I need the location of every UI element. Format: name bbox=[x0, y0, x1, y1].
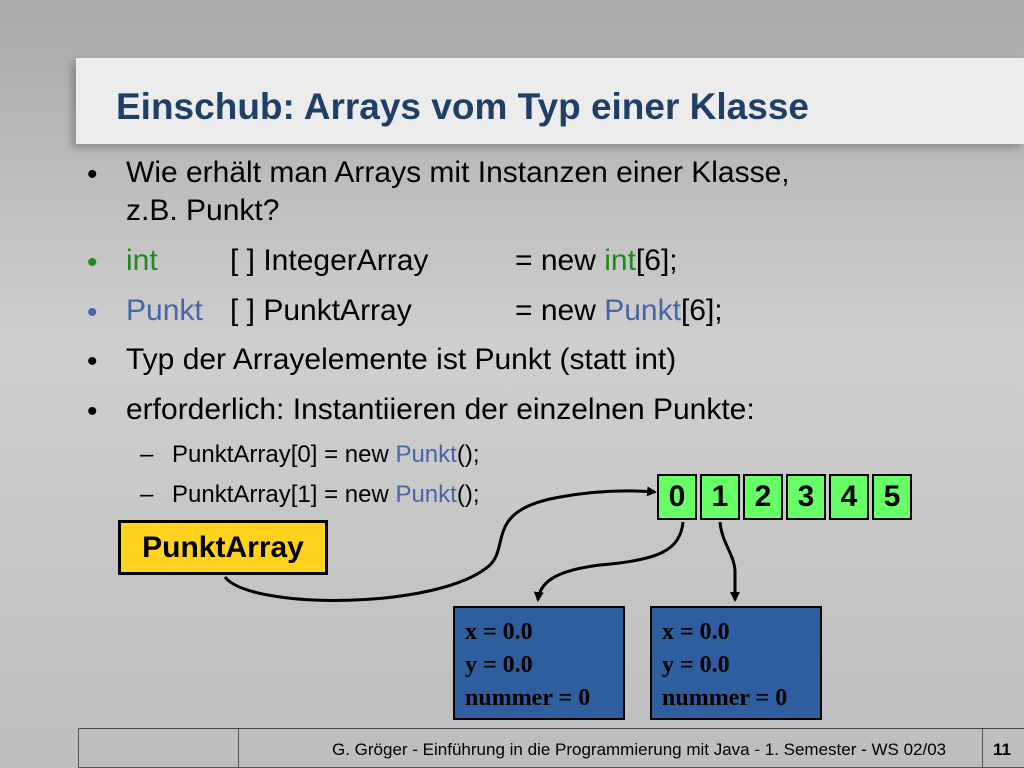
dash-marker: – bbox=[140, 441, 154, 468]
punktarray-variable-box: PunktArray bbox=[118, 520, 328, 575]
bullet-marker: • bbox=[87, 296, 98, 329]
footer-cell-left bbox=[78, 729, 239, 768]
sub-2-post: (); bbox=[456, 481, 480, 508]
object-0-y: y = 0.0 bbox=[465, 652, 533, 678]
array-cell-4: 4 bbox=[829, 474, 869, 520]
int-type-keyword: int bbox=[126, 244, 158, 277]
object-1-y: y = 0.0 bbox=[662, 652, 730, 678]
sub-1-class: Punkt bbox=[395, 441, 457, 468]
bullet-4: Typ der Arrayelemente ist Punkt (statt i… bbox=[126, 343, 677, 376]
punkt-new-type: Punkt bbox=[604, 294, 681, 327]
punkt-object-1: x = 0.0 y = 0.0 nummer = 0 bbox=[650, 606, 822, 720]
integer-array-decl: [ ] IntegerArray bbox=[230, 244, 429, 277]
object-0-x: x = 0.0 bbox=[465, 619, 533, 645]
sub-bullet-1: PunktArray[0] = new Punkt(); bbox=[172, 441, 479, 469]
sub-1-post: (); bbox=[456, 441, 480, 468]
punkt-new-size: [6]; bbox=[680, 294, 723, 327]
object-0-nummer: nummer = 0 bbox=[465, 685, 591, 711]
page-number: 11 bbox=[993, 740, 1011, 759]
array-cell-1: 1 bbox=[700, 474, 740, 520]
int-new-size: [6]; bbox=[635, 244, 678, 277]
dash-marker: – bbox=[140, 481, 154, 508]
bullet-1-line-2: z.B. Punkt? bbox=[126, 194, 280, 227]
new-operator: = new bbox=[515, 294, 596, 327]
arrow-cell-0-to-object-0 bbox=[533, 521, 685, 602]
bullet-marker: • bbox=[87, 345, 98, 378]
array-cell-5: 5 bbox=[872, 474, 912, 520]
object-1-x: x = 0.0 bbox=[662, 619, 730, 645]
footer-text: G. Gröger - Einführung in die Programmie… bbox=[332, 740, 947, 759]
object-1-nummer: nummer = 0 bbox=[662, 685, 788, 711]
bullet-marker: • bbox=[87, 246, 98, 279]
int-new-type: int bbox=[604, 244, 636, 277]
bullet-5: erforderlich: Instantiieren der einzelne… bbox=[126, 393, 755, 426]
title-panel: Einschub: Arrays vom Typ einer Klasse bbox=[76, 58, 1024, 144]
arrow-cell-1-to-object-1 bbox=[718, 521, 740, 602]
array-cell-0: 0 bbox=[657, 474, 697, 520]
sub-1-pre: PunktArray[0] = new bbox=[172, 441, 389, 468]
bullet-marker: • bbox=[87, 158, 98, 191]
punkt-object-0: x = 0.0 y = 0.0 nummer = 0 bbox=[453, 606, 625, 720]
new-operator: = new bbox=[515, 244, 596, 277]
punkt-type-keyword: Punkt bbox=[126, 294, 203, 327]
sub-2-pre: PunktArray[1] = new bbox=[172, 481, 389, 508]
int-new-keyword: = new int[6]; bbox=[515, 244, 678, 278]
array-cell-3: 3 bbox=[786, 474, 826, 520]
bullet-marker: • bbox=[87, 395, 98, 428]
footer-divider bbox=[78, 728, 1024, 729]
bullet-1-line-1: Wie erhält man Arrays mit Instanzen eine… bbox=[126, 156, 790, 189]
arrow-punktarray-to-array bbox=[223, 486, 657, 602]
sub-2-class: Punkt bbox=[395, 481, 457, 508]
punkt-new-keyword: = new Punkt[6]; bbox=[515, 294, 723, 328]
slide-title: Einschub: Arrays vom Typ einer Klasse bbox=[116, 86, 809, 127]
punkt-array-decl: [ ] PunktArray bbox=[230, 294, 412, 327]
array-cell-2: 2 bbox=[743, 474, 783, 520]
sub-bullet-2: PunktArray[1] = new Punkt(); bbox=[172, 481, 479, 509]
